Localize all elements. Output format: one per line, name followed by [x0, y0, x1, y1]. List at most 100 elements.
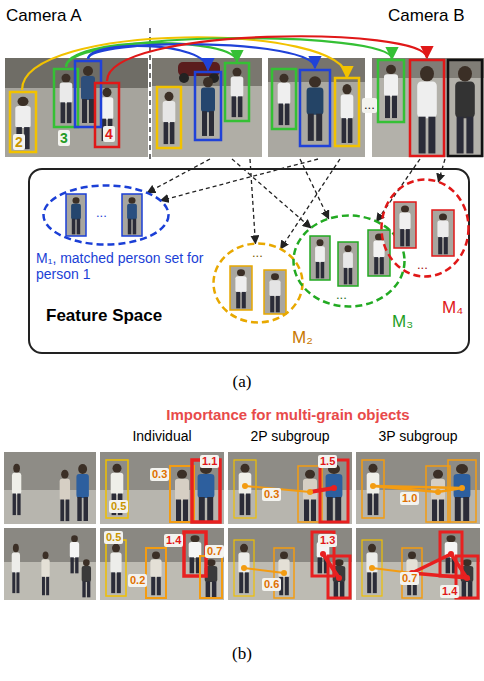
illustration-part — [195, 72, 221, 140]
node-title: Camera B — [388, 6, 465, 26]
illustration-part — [362, 460, 384, 518]
illustration-part — [107, 36, 427, 81]
illustration-part — [268, 58, 365, 157]
cluster-outline — [294, 216, 405, 307]
callout-number: 3 — [58, 130, 70, 146]
importance-score: 0.5 — [104, 531, 123, 544]
subgroup-photos — [4, 452, 480, 600]
illustration-part — [192, 460, 220, 522]
illustration-part — [5, 58, 148, 88]
illustration-part — [412, 554, 467, 578]
illustration-part — [426, 466, 450, 522]
node-label: M₂ — [292, 328, 313, 348]
illustration-part — [228, 452, 352, 524]
cluster-outline — [214, 244, 303, 323]
illustration-part — [370, 483, 376, 489]
illustration-part — [300, 70, 330, 146]
node-label: M₄ — [442, 298, 463, 318]
dashed-arrow — [438, 159, 445, 182]
importance-score: 0.3 — [262, 488, 281, 501]
illustration-part — [448, 551, 454, 557]
illustration-part — [372, 58, 484, 157]
illustration-part — [356, 452, 480, 524]
person-thumbnail — [264, 270, 286, 314]
illustration-part — [384, 65, 398, 118]
node-title: Camera A — [6, 6, 82, 26]
node-label: M₃ — [392, 312, 413, 332]
person-figure — [235, 269, 246, 308]
illustration-part — [320, 551, 326, 557]
importance-score: 1.4 — [440, 585, 459, 598]
importance-score: 0.5 — [109, 500, 128, 513]
illustration-part — [448, 460, 476, 522]
illustration-part — [157, 87, 181, 148]
person-figure — [71, 197, 81, 234]
illustration-part — [336, 575, 342, 581]
illustration-part — [356, 528, 480, 600]
column-header: 2P subgroup — [250, 428, 329, 444]
cluster-outline — [382, 180, 469, 277]
ellipse-outline — [292, 214, 406, 308]
ellipsis-mark: ... — [362, 98, 377, 113]
person-thumbnail — [230, 266, 252, 310]
cluster-ellipse: ...M₂ — [212, 242, 304, 324]
ellipsis-mark: ... — [417, 258, 428, 273]
importance-score: 1.4 — [164, 534, 183, 547]
illustration-part — [152, 58, 262, 157]
camera-b-photos — [152, 58, 484, 157]
illustration-part — [323, 554, 339, 578]
illustration-part — [307, 76, 324, 141]
illustration-part — [281, 570, 287, 576]
node-label: M₁, matched person set for person 1 — [36, 250, 204, 282]
illustration-part — [298, 466, 322, 522]
illustration-part — [179, 73, 189, 83]
illustration-part — [200, 556, 222, 598]
column-header: 3P subgroup — [378, 428, 457, 444]
illustration-part — [356, 528, 480, 600]
callout-number: 2 — [13, 134, 25, 150]
person-figure — [343, 245, 353, 284]
cluster-ellipse: ...M₄ — [380, 178, 470, 278]
dashed-arrow — [147, 159, 210, 193]
illustration-part — [369, 565, 375, 571]
illustration-part — [231, 68, 244, 117]
illustration-part — [228, 528, 352, 600]
importance-score: 1.1 — [200, 455, 219, 468]
camera-a-photo — [5, 58, 148, 157]
illustration-part — [225, 63, 249, 121]
person-thumbnail — [338, 242, 358, 286]
illustration-part — [331, 485, 337, 491]
illustration-part — [75, 61, 101, 127]
panel-title: Importance for multi-grain objects — [166, 406, 409, 423]
person-thumbnail — [432, 210, 454, 256]
illustration-part — [435, 489, 441, 495]
illustration-part — [95, 83, 119, 147]
illustration-part — [335, 78, 359, 146]
illustration-part — [378, 60, 404, 122]
illustration-part — [328, 556, 350, 598]
person-thumbnail — [368, 230, 390, 276]
illustration-part — [455, 66, 475, 153]
ellipsis-mark: ... — [96, 206, 107, 221]
illustration-part — [228, 452, 352, 524]
illustration-part — [242, 483, 248, 489]
illustration-part — [272, 69, 296, 129]
cluster-ellipse: ...M₃ — [292, 214, 406, 308]
illustration-part — [440, 532, 462, 576]
person-thumbnail — [310, 236, 330, 280]
person-figure — [315, 239, 325, 278]
dashed-arrow — [161, 159, 318, 201]
illustration-part — [100, 452, 224, 524]
column-header: Individual — [132, 428, 191, 444]
illustration-part — [100, 528, 224, 600]
illustration-part — [106, 460, 128, 518]
illustration-part — [448, 60, 482, 156]
ellipsis-mark: ... — [252, 246, 263, 261]
importance-score: 1.0 — [400, 492, 419, 505]
illustration-part — [201, 77, 215, 136]
importance-score: 0.7 — [400, 572, 419, 585]
cluster-outline — [44, 186, 169, 245]
dashed-arrow — [250, 159, 255, 244]
camera-frames: Camera B — [152, 58, 482, 157]
